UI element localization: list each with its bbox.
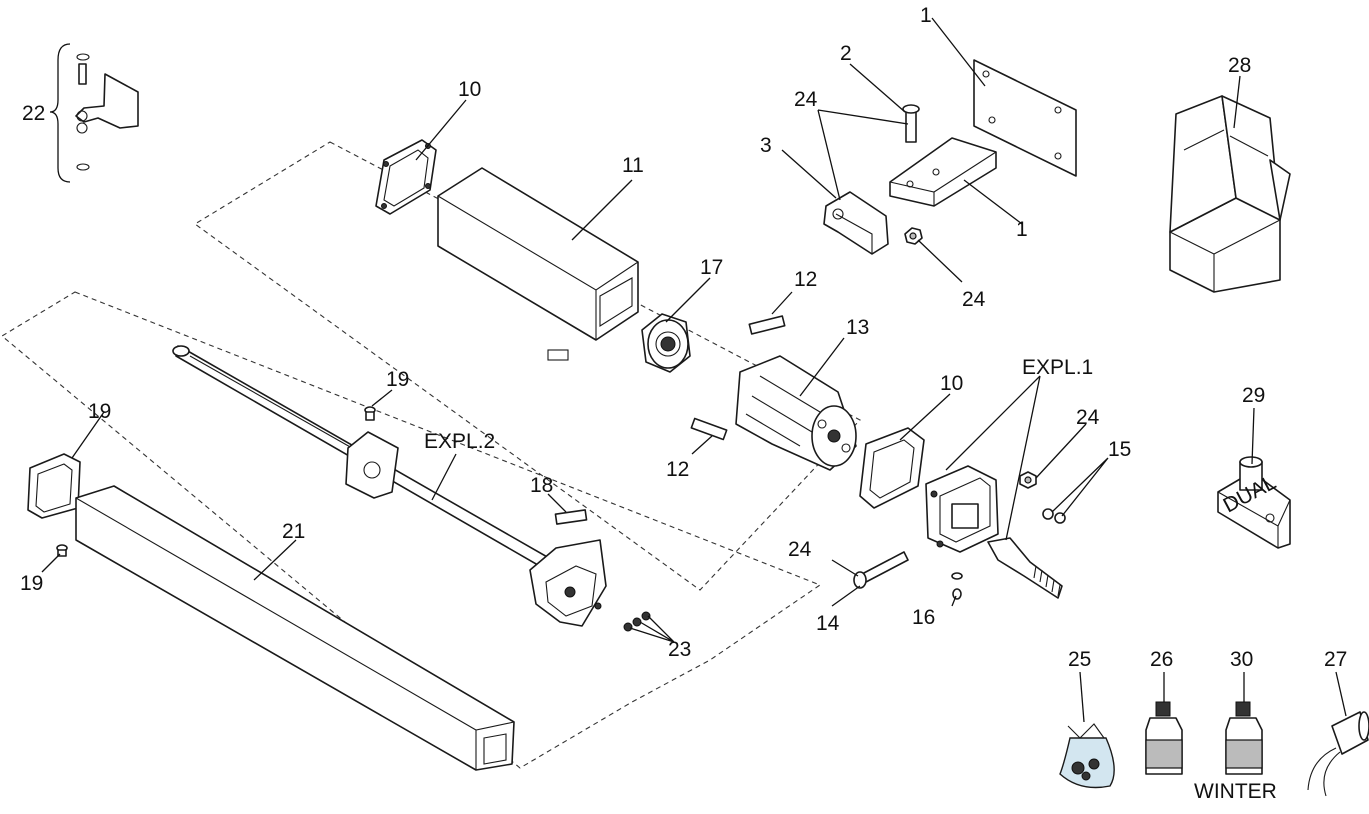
callout-1b: 1 bbox=[1016, 218, 1028, 241]
bracket-kit-part-22 bbox=[49, 43, 139, 183]
pin-part-12-lower bbox=[690, 417, 728, 441]
ball-part-23-c bbox=[641, 611, 651, 621]
callout-26: 26 bbox=[1150, 648, 1173, 671]
screw-part-19-top bbox=[364, 406, 376, 421]
callout-19-left: 19 bbox=[20, 572, 43, 595]
callout-labels: 1 1 2 3 24 24 24 24 28 22 10 10 11 17 12… bbox=[20, 4, 1347, 803]
callout-16: 16 bbox=[912, 606, 935, 629]
gearbox-head-expl-1 bbox=[925, 465, 999, 553]
label-part-18 bbox=[554, 509, 588, 525]
callout-28: 28 bbox=[1228, 54, 1251, 77]
callout-14: 14 bbox=[816, 612, 840, 635]
end-cap-part-19 bbox=[27, 453, 81, 519]
callout-10-lower: 10 bbox=[940, 372, 963, 395]
callout-29: 29 bbox=[1242, 384, 1265, 407]
callout-24-bolt: 24 bbox=[788, 538, 812, 561]
cover-tube-part-11 bbox=[437, 167, 639, 361]
callout-22: 22 bbox=[22, 102, 45, 125]
pin-part-2 bbox=[902, 104, 920, 143]
mounting-plate-part-1 bbox=[973, 59, 1077, 177]
ball-part-23-d bbox=[594, 602, 602, 610]
pin-part-12-upper bbox=[748, 315, 786, 335]
outer-tube-part-21 bbox=[75, 485, 515, 771]
clevis-part-3 bbox=[823, 191, 889, 255]
drive-gear-housing bbox=[529, 539, 607, 627]
callout-24-top: 24 bbox=[794, 88, 818, 111]
callout-30: 30 bbox=[1230, 648, 1253, 671]
callout-23: 23 bbox=[668, 638, 691, 661]
assembly-label-expl-1: EXPL.1 bbox=[1022, 356, 1093, 379]
callout-11: 11 bbox=[622, 154, 644, 177]
callout-25: 25 bbox=[1068, 648, 1091, 671]
callout-3: 3 bbox=[760, 134, 772, 157]
callout-2: 2 bbox=[840, 42, 852, 65]
washer-part-15-a bbox=[1042, 508, 1054, 520]
screw-part-19-left bbox=[56, 544, 68, 557]
callout-18: 18 bbox=[530, 474, 553, 497]
packaging-box-part-28 bbox=[1169, 95, 1291, 293]
gasket-part-10-upper bbox=[375, 139, 437, 215]
ball-part-23-a bbox=[623, 622, 633, 632]
oil-bottle-part-26 bbox=[1145, 701, 1183, 775]
gasket-part-10-lower bbox=[859, 427, 925, 509]
coupling-part-17 bbox=[641, 313, 691, 373]
callout-19-top: 19 bbox=[386, 368, 409, 391]
ball-part-23-b bbox=[632, 617, 642, 627]
callout-13: 13 bbox=[846, 316, 869, 339]
assembly-label-expl-2: EXPL.2 bbox=[424, 430, 495, 453]
motor-part-13 bbox=[735, 355, 857, 471]
callout-12-lower: 12 bbox=[666, 458, 689, 481]
winter-note: WINTER bbox=[1194, 780, 1277, 803]
drive-nut-block bbox=[345, 431, 399, 499]
release-key-part-29: DUAL bbox=[1217, 456, 1291, 549]
callout-27: 27 bbox=[1324, 648, 1347, 671]
callout-21: 21 bbox=[282, 520, 305, 543]
leader-lines bbox=[41, 17, 1347, 723]
capacitor-part-27 bbox=[1307, 711, 1369, 797]
screw-part-16 bbox=[951, 572, 963, 600]
hardware-bag-part-25 bbox=[1059, 723, 1115, 789]
callout-24-clevis: 24 bbox=[962, 288, 986, 311]
worm-shaft bbox=[987, 537, 1063, 599]
callout-10-upper: 10 bbox=[458, 78, 481, 101]
bolt-part-14 bbox=[853, 551, 909, 589]
oil-bottle-part-30 bbox=[1225, 701, 1263, 775]
callout-1a: 1 bbox=[920, 4, 932, 27]
callout-19-cap: 19 bbox=[88, 400, 111, 423]
callout-12-upper: 12 bbox=[794, 268, 817, 291]
spacer-block-part-1 bbox=[889, 137, 997, 207]
callout-24-gearbox: 24 bbox=[1076, 406, 1100, 429]
callout-17: 17 bbox=[700, 256, 723, 279]
callout-15: 15 bbox=[1108, 438, 1131, 461]
